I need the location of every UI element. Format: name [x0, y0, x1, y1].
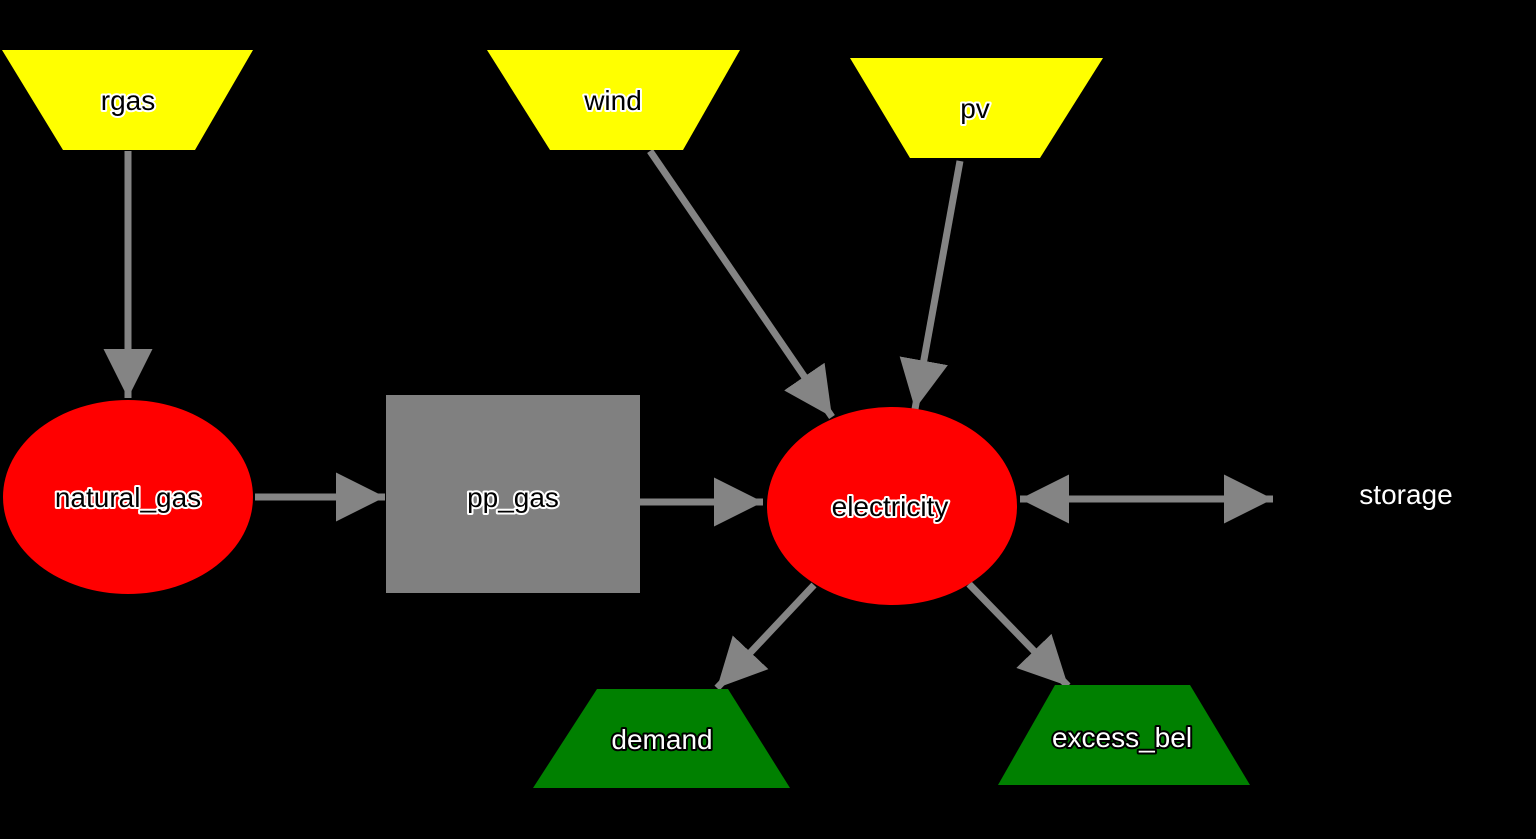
- edge-pv-to-electricity: [899, 160, 964, 410]
- node-wind-label: wind: [583, 85, 642, 116]
- node-wind: wind: [487, 50, 740, 150]
- demand-shape: [533, 689, 790, 788]
- wind-shape: [487, 50, 740, 150]
- natural_gas-shape: [3, 400, 253, 594]
- node-storage-label: storage: [1359, 479, 1452, 510]
- node-storage: storage: [1359, 479, 1452, 510]
- node-demand: demand: [533, 689, 790, 788]
- node-rgas-label: rgas: [101, 85, 155, 116]
- node-pv-label: pv: [960, 93, 990, 124]
- node-electricity-label: electricity: [832, 491, 949, 522]
- rgas-shape: [2, 50, 253, 150]
- node-rgas: rgas: [2, 50, 253, 150]
- node-electricity: electricity: [767, 407, 1017, 605]
- node-pp_gas: pp_gas: [386, 395, 640, 593]
- node-excess_bel-label: excess_bel: [1052, 722, 1192, 753]
- node-pv: pv: [850, 58, 1103, 158]
- node-pp_gas-label: pp_gas: [467, 482, 559, 513]
- pp_gas-shape: [386, 395, 640, 593]
- node-demand-label: demand: [611, 724, 712, 755]
- node-natural_gas: natural_gas: [3, 400, 253, 594]
- edges-layer: [103, 149, 1273, 691]
- edge-electricity-to-excess_bel: [966, 581, 1071, 689]
- node-excess_bel: excess_bel: [998, 685, 1250, 785]
- electricity-shape: [767, 407, 1017, 605]
- node-natural_gas-label: natural_gas: [55, 482, 201, 513]
- edge-wind-to-electricity: [647, 149, 835, 419]
- excess_bel-shape: [998, 685, 1250, 785]
- pv-shape: [850, 58, 1103, 158]
- edge-electricity-to-demand: [714, 582, 817, 691]
